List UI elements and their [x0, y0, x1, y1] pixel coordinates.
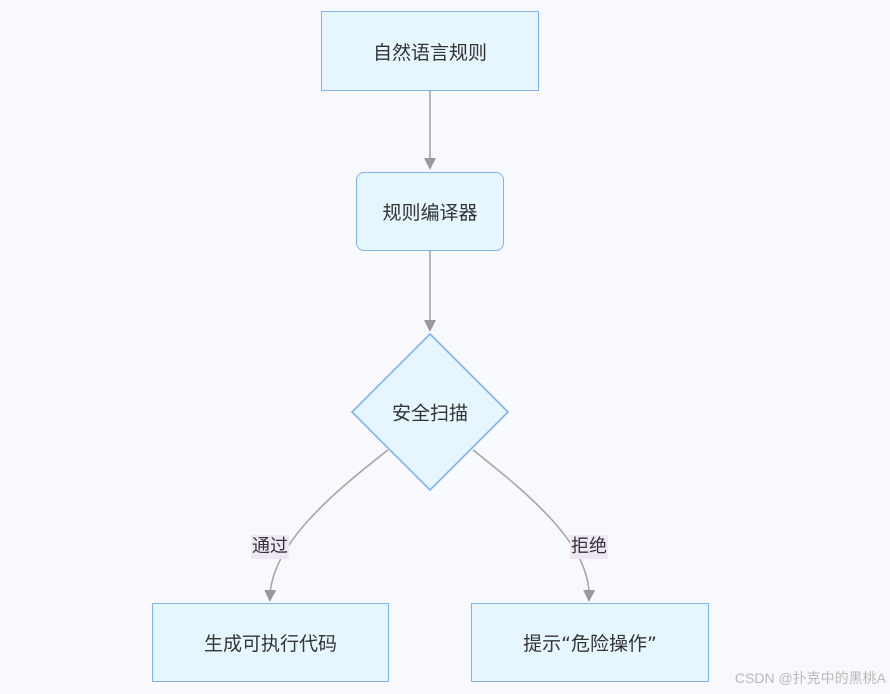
node-security-scan-label: 安全扫描 [391, 402, 469, 425]
node-rule-compiler: 规则编译器 [356, 172, 504, 251]
node-danger-prompt: 提示“危险操作” [471, 603, 709, 682]
node-rule-compiler-label: 规则编译器 [382, 202, 478, 224]
edge-label-reject: 拒绝 [570, 535, 608, 559]
node-natural-language-rules-label: 自然语言规则 [372, 41, 487, 64]
edge-scan-to-danger [472, 449, 596, 602]
node-generate-code-label: 生成可执行代码 [203, 633, 337, 655]
security-scan-diamond [350, 332, 510, 492]
edge-scan-to-generate [264, 449, 389, 602]
node-danger-prompt-label: 提示“危险操作” [523, 633, 657, 655]
node-generate-code: 生成可执行代码 [152, 603, 389, 682]
csdn-watermark: CSDN @扑克中的黑桃A [734, 670, 886, 686]
node-natural-language-rules: 自然语言规则 [321, 11, 539, 91]
edge-label-pass: 通过 [251, 535, 289, 559]
